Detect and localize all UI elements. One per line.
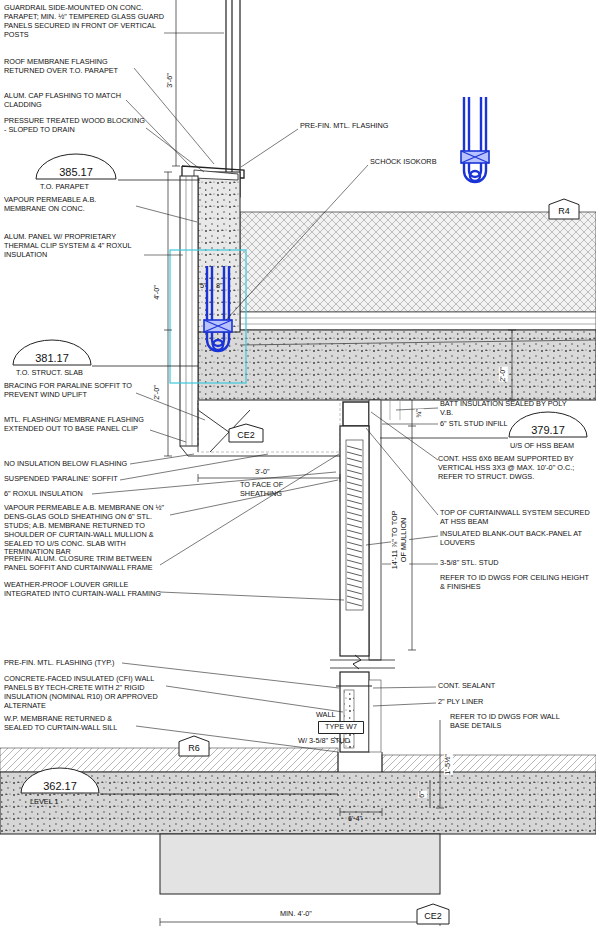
node-text: 385.17 bbox=[35, 166, 117, 178]
note-text: W/ 3-5/8" STUD bbox=[298, 737, 350, 746]
note-text: REFER TO ID DWGS FOR CEILING HEIGHT & FI… bbox=[440, 574, 590, 592]
note-text: INSULATED BLANK-OUT BACK-PANEL AT LOUVER… bbox=[440, 530, 590, 548]
node-text: 379.17 bbox=[508, 424, 588, 436]
note-text: ROOF MEMBRANE FLASHING RETURNED OVER T.O… bbox=[4, 58, 134, 76]
dimension-text: 3-5/8" STL. STUD bbox=[440, 559, 499, 568]
node-text: CE2 bbox=[228, 431, 264, 441]
note-text: U/S OF HSS BEAM bbox=[510, 442, 574, 451]
note-text: WALL bbox=[316, 711, 336, 720]
note-text: MTL. FLASHING/ MEMBRANE FLASHING EXTENDE… bbox=[4, 416, 152, 434]
elevation-tag: 362.17 bbox=[20, 767, 100, 794]
note-text: BATT INSULATION SEALED BY POLY V.B. bbox=[440, 400, 570, 418]
node-outline bbox=[549, 199, 579, 219]
note-text: SCHÖCK ISOKORB bbox=[370, 158, 437, 167]
dimension-text: 5" bbox=[200, 282, 207, 291]
note-text: BRACING FOR PARALINE SOFFIT TO PREVENT W… bbox=[4, 382, 138, 400]
note-text: SUSPENDED 'PARALINE' SOFFIT bbox=[4, 475, 118, 484]
note-text: ALUM. CAP FLASHING TO MATCH CLADDING bbox=[4, 92, 128, 110]
dimension-text: 6' 4" bbox=[348, 815, 362, 824]
section-marker: R6 bbox=[178, 735, 210, 757]
section-marker: R4 bbox=[548, 198, 580, 220]
dimension-text: 2'-0" bbox=[499, 367, 508, 382]
section-marker: CE2 bbox=[416, 903, 450, 925]
dimension-text: 4'-0" bbox=[153, 285, 162, 300]
node-text: CE2 bbox=[416, 912, 450, 922]
note-text: T.O. PARAPET bbox=[40, 183, 89, 192]
note-text: PRE-FIN. MTL. FLASHING (TYP.) bbox=[4, 659, 115, 668]
note-text: VAPOUR PERMEABLE A.B. MEMBRANE ON ½" DEN… bbox=[4, 504, 172, 557]
dimension-text: 1'-5½" bbox=[444, 754, 453, 775]
node-outline bbox=[179, 736, 209, 756]
node-outline bbox=[229, 424, 263, 442]
note-text: T.O. STRUCT. SLAB bbox=[16, 369, 83, 378]
section-marker: CE2 bbox=[228, 423, 264, 443]
note-text: PRESSURE TREATED WOOD BLOCKING - SLOPED … bbox=[4, 117, 146, 135]
dimension-text: 3'-0" bbox=[255, 468, 270, 477]
dimension-text: 8" bbox=[216, 282, 223, 291]
note-text: W.P. MEMBRANE RETURNED & SEALED TO CURTA… bbox=[4, 715, 138, 733]
node-text: R4 bbox=[548, 207, 580, 217]
elevation-tag: 379.17 bbox=[508, 411, 588, 438]
node-outline bbox=[417, 904, 449, 924]
node-text: 362.17 bbox=[20, 780, 100, 792]
elevation-tag: 385.17 bbox=[35, 153, 117, 180]
note-text: LEVEL 1 bbox=[30, 798, 59, 807]
dimension-text: NO INSULATION BELOW FLASHING bbox=[4, 460, 127, 469]
dimension-text: ¾" bbox=[415, 409, 424, 418]
node-text: TYPE W7 bbox=[318, 723, 364, 731]
node-outline bbox=[13, 340, 91, 365]
node-text: 381.17 bbox=[12, 352, 92, 364]
node-text: R6 bbox=[178, 744, 210, 754]
dimension-text: 3'-6" bbox=[166, 73, 175, 88]
note-text: ALUM. PANEL W/ PROPRIETARY THERMAL CLIP … bbox=[4, 233, 146, 260]
note-text: REFER TO ID DWGS FOR WALL BASE DETAILS bbox=[450, 713, 560, 731]
note-text: TO FACE OF SHEATHING bbox=[240, 481, 296, 499]
note-text: CONT. SEALANT bbox=[438, 682, 495, 691]
dimension-text: 6" STL STUD INFILL bbox=[440, 420, 508, 429]
note-text: PREFIN. ALUM. CLOSURE TRIM BETWEEN PANEL… bbox=[4, 555, 160, 573]
note-text: TOP OF CURTAINWALL SYSTEM SECURED AT HSS… bbox=[440, 509, 590, 527]
note-text: VAPOUR PERMEABLE A.B. MEMBRANE ON CONC. bbox=[4, 196, 136, 214]
elevation-tag: 381.17 bbox=[12, 339, 92, 366]
node-outline bbox=[21, 768, 99, 793]
dimension-text: 6" bbox=[418, 791, 427, 798]
note-text: WEATHER-PROOF LOUVER GRILLE INTEGRATED I… bbox=[4, 581, 162, 599]
note-text: GUARDRAIL SIDE-MOUNTED ON CONC. PARAPET;… bbox=[4, 4, 172, 40]
note-text: CONT. HSS 6X6 BEAM SUPPORTED BY VERTICAL… bbox=[438, 455, 592, 482]
dimension-text: 2" PLY LINER bbox=[438, 698, 483, 707]
note-text: PRE-FIN. MTL. FLASHING bbox=[300, 122, 388, 131]
dimension-text: 6" ROXUL INSULATION bbox=[4, 490, 83, 499]
node-outline bbox=[36, 154, 116, 179]
dimension-text: 14'-11 ⅞" TO TOP OF MULLION bbox=[391, 508, 409, 572]
note-text: CONCRETE-FACED INSULATED (CFI) WALL PANE… bbox=[4, 675, 168, 711]
node-outline bbox=[509, 412, 587, 437]
node-outline bbox=[319, 722, 364, 734]
dimension-text: 2'-0" bbox=[153, 385, 162, 400]
dimension-text: MIN. 4'-0" bbox=[280, 910, 312, 919]
wall-type-tag: TYPE W7 bbox=[318, 721, 364, 734]
